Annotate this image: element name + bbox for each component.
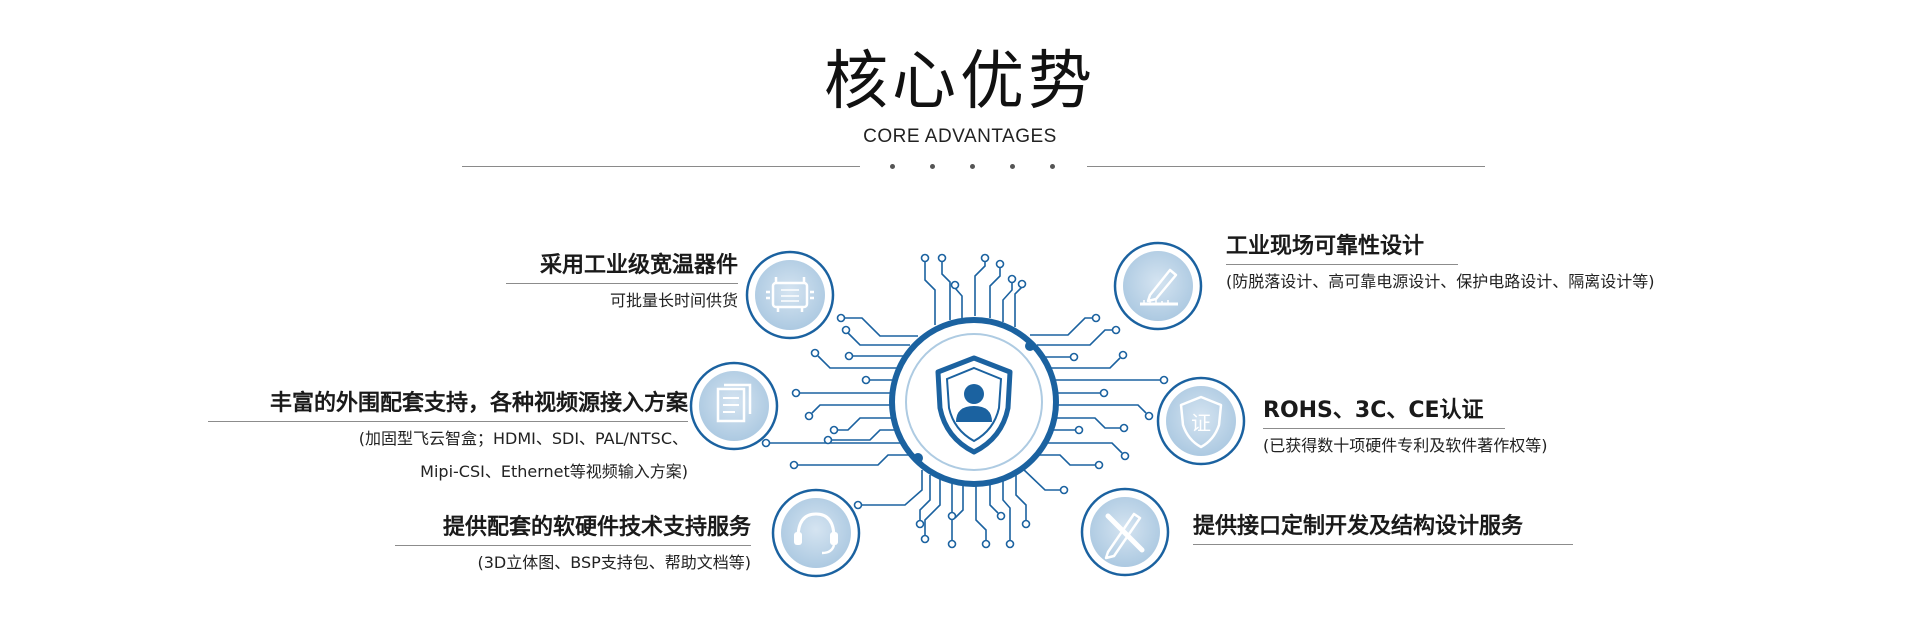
feature-underline	[395, 545, 751, 546]
page-subtitle: CORE ADVANTAGES	[863, 126, 1057, 147]
divider-dot	[1050, 164, 1055, 169]
center-hub	[889, 317, 1059, 487]
feature-underline	[208, 421, 688, 422]
feature-title: ROHS、3C、CE认证	[1263, 398, 1484, 423]
certificate-shield-icon: 证	[1156, 376, 1246, 466]
feature-desc: (3D立体图、BSP支持包、帮助文档等)	[477, 553, 752, 572]
feature-wide-temp: 采用工业级宽温器件 可批量长时间供货	[506, 251, 738, 317]
divider-dot	[930, 164, 935, 169]
shield-user-icon	[935, 355, 1013, 455]
feature-underline	[1193, 544, 1573, 545]
circuit-lines	[770, 262, 1160, 540]
certificate-glyph: 证	[1191, 411, 1211, 435]
feature-title: 丰富的外围配套支持，各种视频源接入方案	[269, 391, 688, 416]
divider-left	[462, 166, 860, 167]
feature-underline	[506, 283, 738, 284]
feature-underline	[1226, 264, 1458, 265]
pen-ruler-icon	[1113, 241, 1203, 331]
feature-customization: 提供接口定制开发及结构设计服务	[1193, 512, 1613, 545]
documents-icon	[689, 361, 779, 451]
chip-icon	[745, 250, 835, 340]
divider-dot	[1010, 164, 1015, 169]
page-title: 核心优势	[824, 45, 1096, 119]
feature-title: 提供接口定制开发及结构设计服务	[1193, 514, 1524, 539]
circuit-nodes	[761, 253, 1169, 549]
feature-title: 采用工业级宽温器件	[539, 253, 738, 278]
feature-certification: ROHS、3C、CE认证 (已获得数十项硬件专利及软件著作权等)	[1263, 396, 1683, 462]
divider-dot	[890, 164, 895, 169]
feature-desc: (加固型飞云智盒；HDMI、SDI、PAL/NTSC、	[358, 429, 688, 448]
feature-desc: Mipi-CSI、Ethernet等视频输入方案)	[420, 462, 688, 481]
divider-right	[1087, 166, 1485, 167]
feature-underline	[1263, 428, 1505, 429]
feature-peripherals: 丰富的外围配套支持，各种视频源接入方案 (加固型飞云智盒；HDMI、SDI、PA…	[208, 389, 688, 488]
feature-title: 提供配套的软硬件技术支持服务	[442, 515, 751, 540]
feature-desc: 可批量长时间供货	[609, 291, 738, 310]
feature-title: 工业现场可靠性设计	[1226, 234, 1425, 259]
ruler-pencil-icon	[1080, 487, 1170, 577]
divider-dot	[970, 164, 975, 169]
headset-icon	[771, 488, 861, 578]
feature-reliability: 工业现场可靠性设计 (防脱落设计、高可靠电源设计、保护电路设计、隔离设计等)	[1226, 232, 1746, 298]
feature-desc: (防脱落设计、高可靠电源设计、保护电路设计、隔离设计等)	[1226, 272, 1655, 291]
feature-software: 提供配套的软硬件技术支持服务 (3D立体图、BSP支持包、帮助文档等)	[395, 513, 751, 579]
feature-desc: (已获得数十项硬件专利及软件著作权等)	[1263, 436, 1548, 455]
